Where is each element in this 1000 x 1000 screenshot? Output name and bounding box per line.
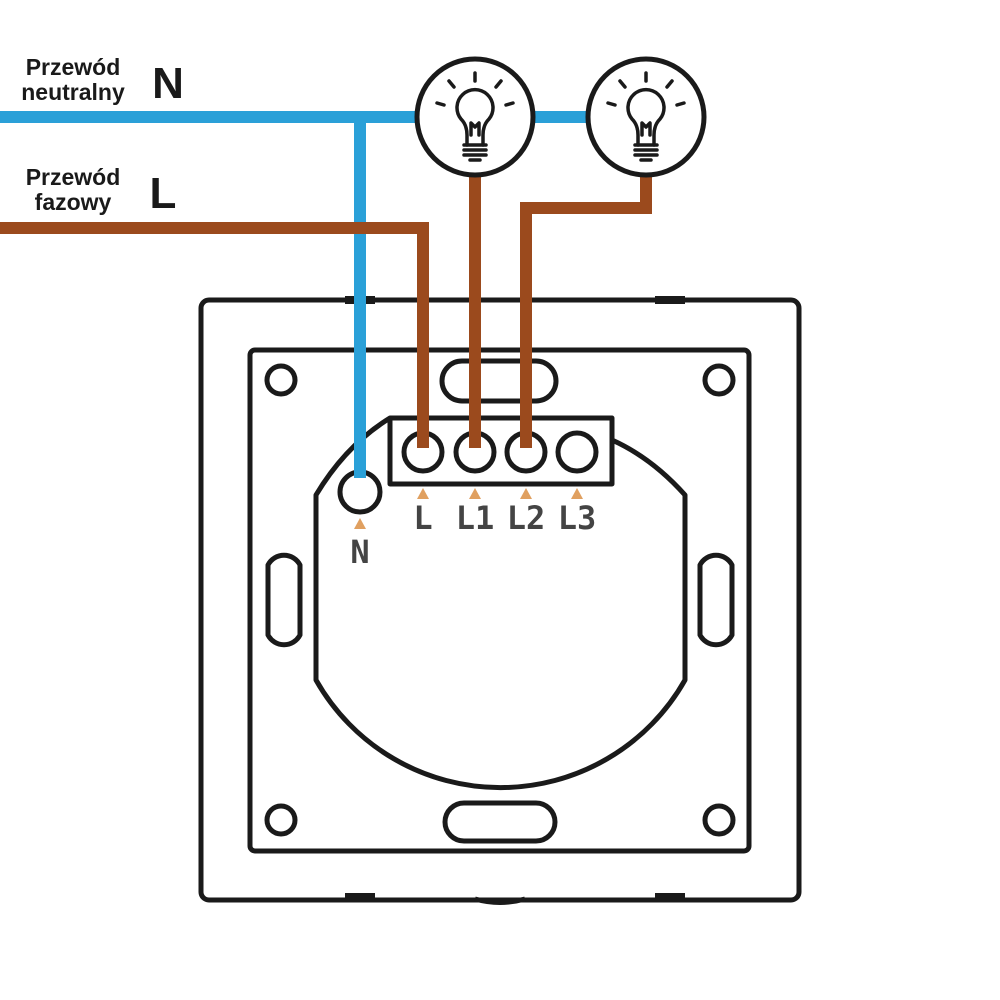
phase-wire-label-line1: Przewód (25, 164, 121, 190)
phase-wire-label: Przewód fazowy (8, 165, 138, 215)
terminal-markers (354, 488, 583, 529)
terminal-l3-hole (555, 430, 599, 474)
marker-l1 (469, 488, 481, 499)
light-bulb-icon (414, 56, 536, 178)
marker-l (417, 488, 429, 499)
phase-wires (0, 172, 652, 448)
light-bulb-icon (585, 56, 707, 178)
neutral-wire-label-line2: neutralny (21, 79, 125, 105)
switch-frame (198, 296, 802, 905)
terminal-block (387, 418, 615, 487)
mounting-slot-top (439, 358, 559, 404)
terminal-label-l: L (413, 499, 433, 537)
neutral-wire-label-line1: Przewód (25, 54, 121, 80)
marker-l2 (520, 488, 532, 499)
screw-hole (264, 363, 298, 397)
screw-hole (702, 363, 736, 397)
inner-frame (247, 347, 752, 854)
screw-hole (702, 803, 736, 837)
neutral-wire (0, 111, 588, 478)
screw-hole (264, 803, 298, 837)
phase-wire-letter: L (149, 169, 177, 218)
terminal-label-l3: L3 (557, 499, 597, 537)
neutral-wire-letter: N (152, 59, 184, 108)
mounting-slot-left (265, 552, 303, 648)
frame-notch (474, 896, 526, 905)
frame-clip (345, 893, 375, 901)
terminal-label-l1: L1 (455, 499, 495, 537)
switch-body (313, 415, 688, 790)
terminal-label-n: N (350, 533, 370, 571)
phase-wire-l (0, 222, 429, 448)
marker-l3 (571, 488, 583, 499)
wire-l2-to-bulb-2 (520, 172, 652, 448)
neutral-wire-label: Przewód neutralny (8, 55, 138, 105)
mounting-slot-right (697, 552, 735, 648)
frame-clip (655, 893, 685, 901)
terminal-label-l2: L2 (506, 499, 546, 537)
phase-wire-label-line2: fazowy (34, 189, 112, 215)
frame-clip (655, 296, 685, 304)
mounting-slot-bottom (442, 800, 558, 844)
marker-n (354, 518, 366, 529)
